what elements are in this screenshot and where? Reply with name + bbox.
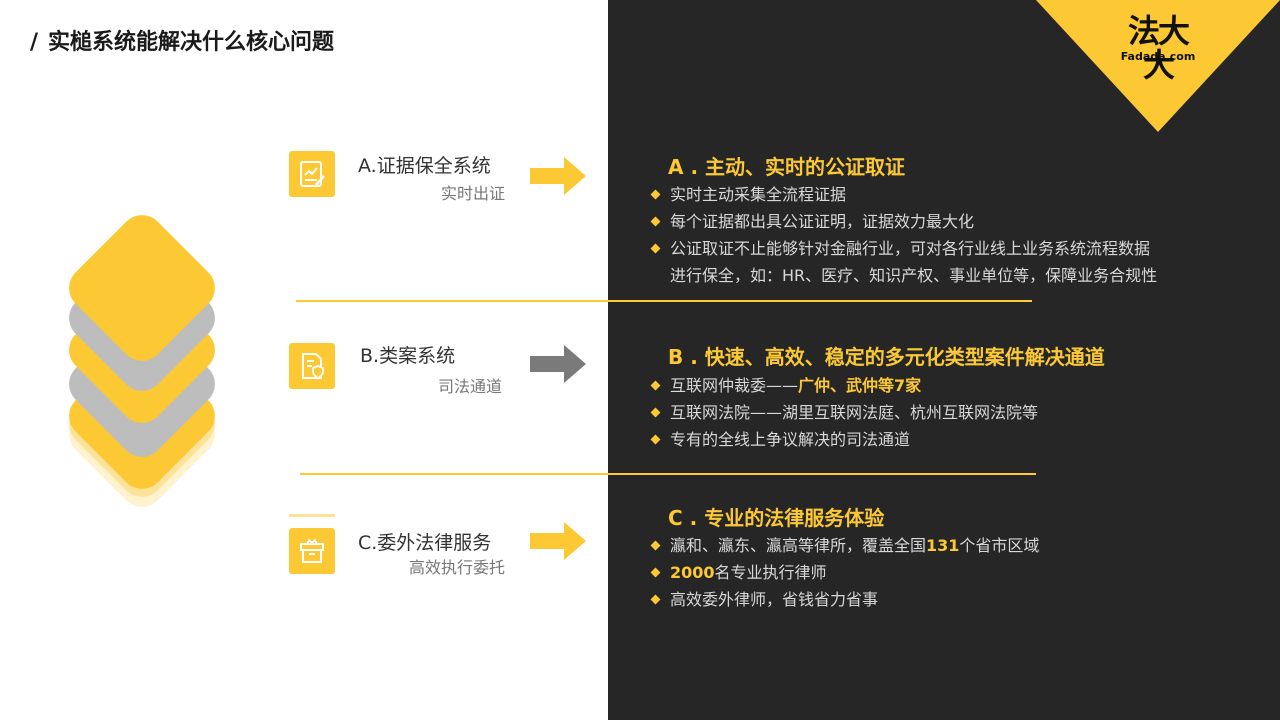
system-c-subtitle: 高效执行委托	[408, 558, 505, 577]
diamond-bullet-icon	[650, 567, 661, 578]
section-divider	[300, 473, 1036, 475]
list-item: 2000名专业执行律师	[650, 559, 1039, 586]
system-a-subtitle: 实时出证	[440, 184, 505, 203]
logo: 法大大	[1127, 12, 1190, 84]
document-chart-icon	[289, 151, 335, 197]
system-a-title: A.证据保全系统	[358, 155, 491, 177]
section-c-title: C . 专业的法律服务体验	[668, 506, 885, 530]
section-c-list: 瀛和、瀛东、瀛高等律所，覆盖全国131个省市区域 2000名专业执行律师 高效委…	[650, 532, 1039, 613]
list-item: 实时主动采集全流程证据	[650, 181, 1157, 208]
diamond-bullet-icon	[650, 243, 661, 254]
diamond-bullet-icon	[650, 216, 661, 227]
list-item: 每个证据都出具公证证明，证据效力最大化	[650, 208, 1157, 235]
section-divider	[296, 300, 1032, 302]
arrow-right-icon	[530, 522, 586, 560]
system-b-subtitle: 司法通道	[437, 377, 502, 396]
diamond-bullet-icon	[650, 189, 661, 200]
logo-triangle	[1036, 0, 1280, 132]
list-item: 瀛和、瀛东、瀛高等律所，覆盖全国131个省市区域	[650, 532, 1039, 559]
diamond-bullet-icon	[650, 594, 661, 605]
system-c-title: C.委外法律服务	[358, 532, 492, 554]
section-b-list: 互联网仲裁委——广仲、武仲等7家 互联网法院——湖里互联网法庭、杭州互联网法院等…	[650, 372, 1038, 453]
list-item: 互联网仲裁委——广仲、武仲等7家	[650, 372, 1038, 399]
list-item: 专有的全线上争议解决的司法通道	[650, 426, 1038, 453]
diamond-bullet-icon	[650, 540, 661, 551]
arrow-right-icon	[530, 345, 586, 383]
system-b-title: B.类案系统	[360, 345, 456, 367]
list-item: 高效委外律师，省钱省力省事	[650, 586, 1039, 613]
document-shield-icon	[289, 343, 335, 389]
section-a-title: A . 主动、实时的公证取证	[668, 155, 906, 179]
box-icon-accent	[289, 514, 335, 517]
list-item: 互联网法院——湖里互联网法庭、杭州互联网法院等	[650, 399, 1038, 426]
section-b-title: B . 快速、高效、稳定的多元化类型案件解决通道	[668, 345, 1105, 369]
section-a-list: 实时主动采集全流程证据 每个证据都出具公证证明，证据效力最大化 公证取证不止能够…	[650, 181, 1157, 289]
logo-domain: Fadada.com	[1120, 50, 1196, 63]
diamond-bullet-icon	[650, 380, 661, 391]
page-title: /实槌系统能解决什么核心问题	[30, 30, 335, 55]
box-icon	[289, 528, 335, 574]
arrow-right-icon	[530, 157, 586, 195]
diamond-bullet-icon	[650, 434, 661, 445]
layer-stack-illustration	[40, 205, 270, 517]
diamond-bullet-icon	[650, 407, 661, 418]
list-item: 公证取证不止能够针对金融行业，可对各行业线上业务系统流程数据进行保全，如：HR、…	[650, 235, 1157, 289]
